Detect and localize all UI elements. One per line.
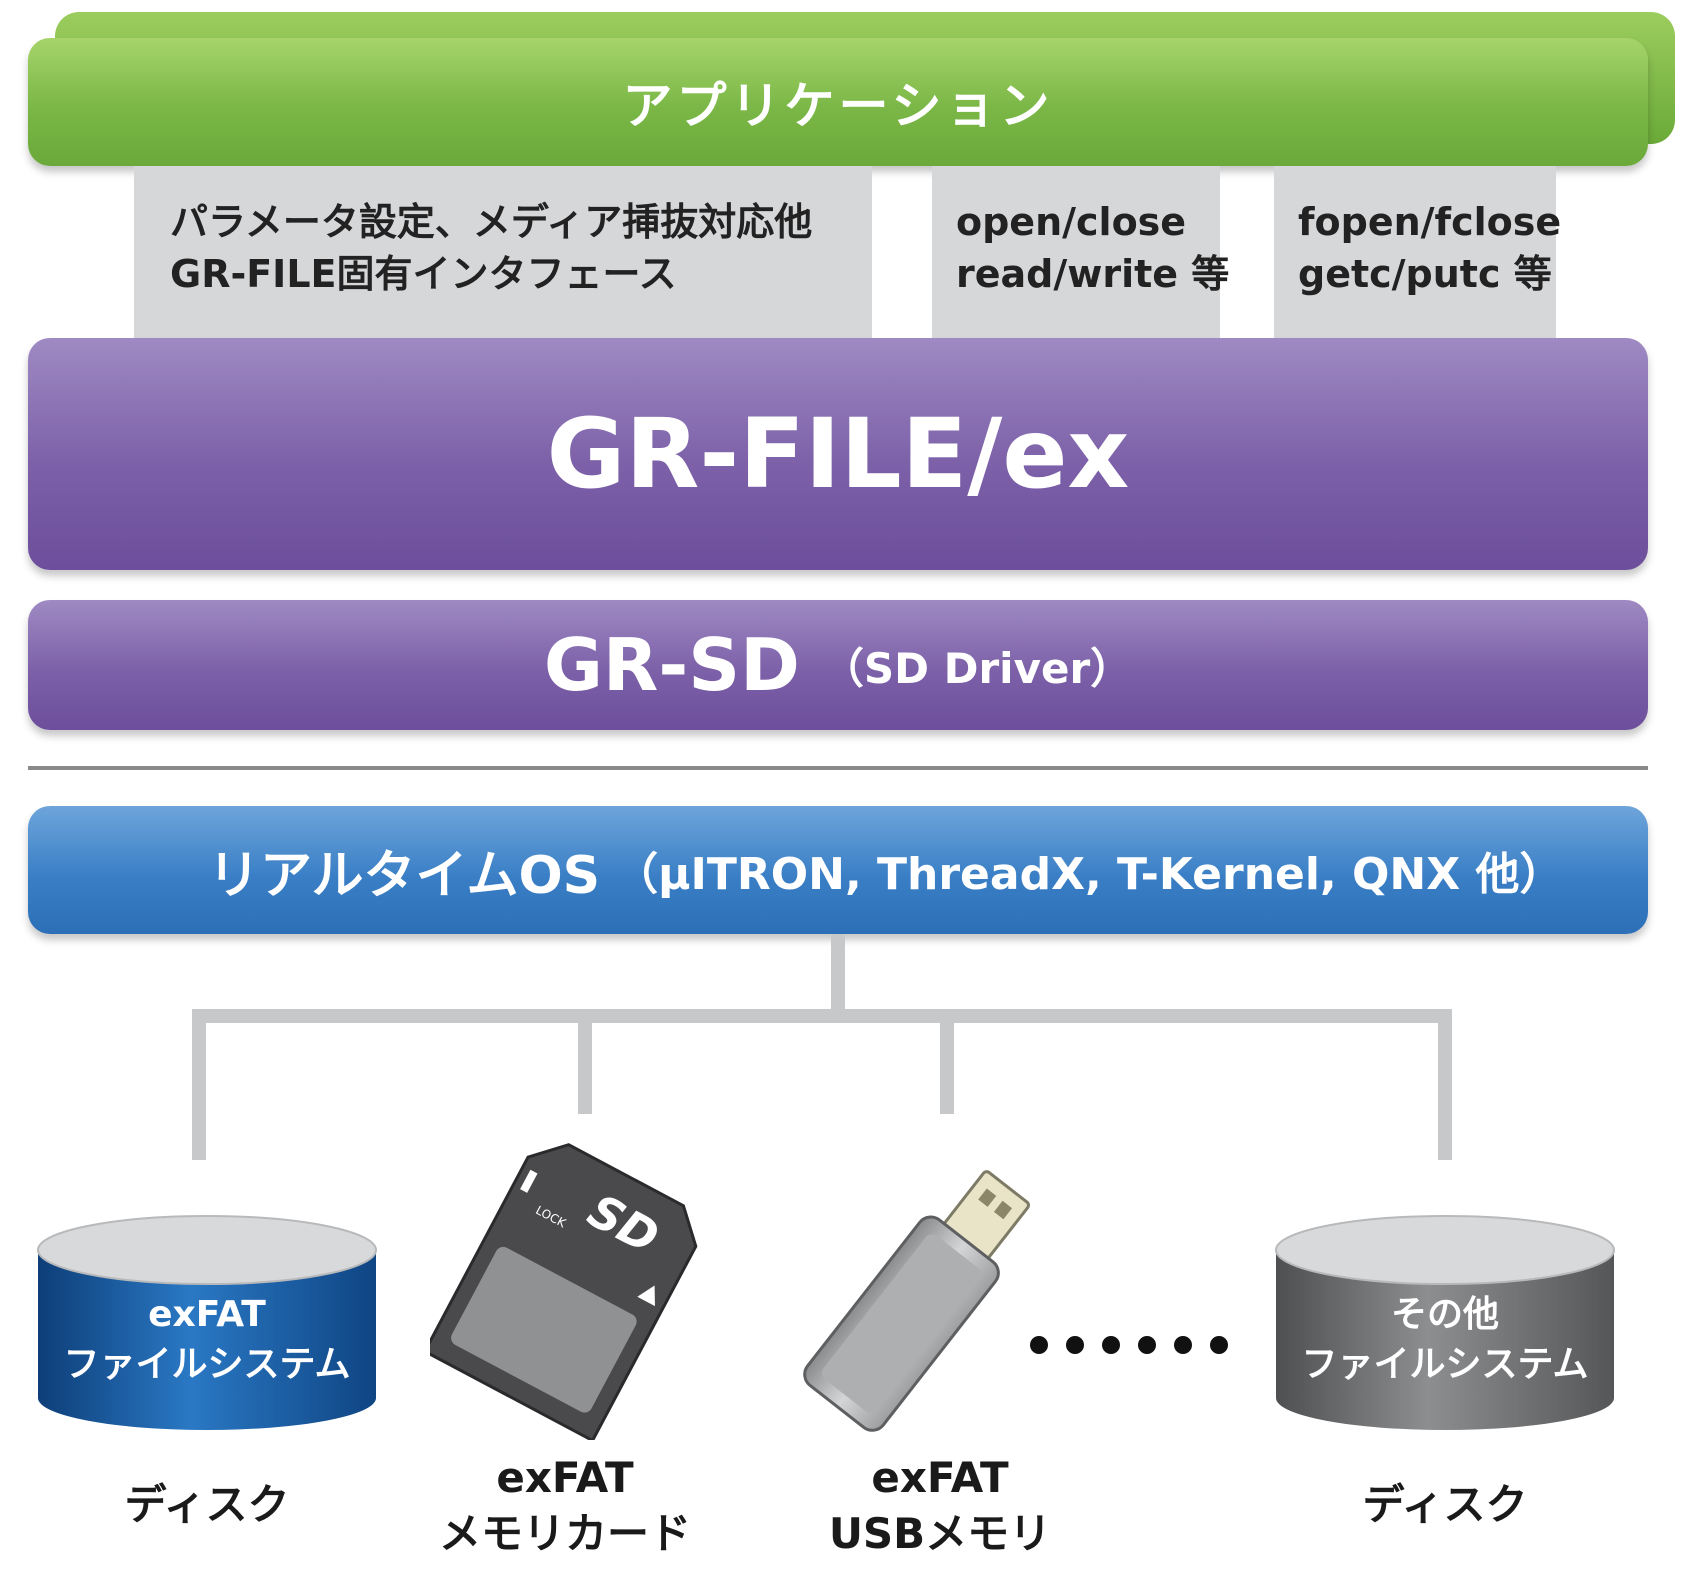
rtos-label: リアルタイムOS bbox=[208, 845, 601, 906]
application-layer: アプリケーション bbox=[28, 38, 1648, 166]
caption-line: exFAT bbox=[496, 1453, 634, 1502]
sd-card-icon: SD LOCK bbox=[430, 1143, 698, 1440]
usb-memory-icon bbox=[803, 1170, 1030, 1432]
exfat-disk-text: exFAT ファイルシステム bbox=[34, 1290, 380, 1390]
interface-line: GR-FILE固有インタフェース bbox=[170, 252, 677, 296]
interface-line: パラメータ設定、メディア挿抜対応他 bbox=[170, 200, 813, 244]
grsd-sublabel: （SD Driver） bbox=[821, 643, 1133, 693]
grsd-label: GR-SD bbox=[543, 623, 800, 707]
connector-tree bbox=[192, 934, 1452, 1160]
rtos-layer: リアルタイムOS （μITRON, ThreadX, T-Kernel, QNX… bbox=[28, 806, 1648, 934]
grsd-layer: GR-SD （SD Driver） bbox=[28, 600, 1648, 730]
interface-line: open/close bbox=[956, 200, 1187, 244]
interface-line: getc/putc 等 bbox=[1298, 252, 1552, 296]
device-caption: ディスク bbox=[34, 1477, 380, 1533]
grfile-layer: GR-FILE/ex bbox=[28, 338, 1648, 570]
caption-line: USBメモリ bbox=[828, 1509, 1052, 1558]
rtos-sublabel: （μITRON, ThreadX, T-Kernel, QNX 他） bbox=[614, 849, 1564, 900]
disk-text-line: その他 bbox=[1390, 1294, 1499, 1335]
application-label: アプリケーション bbox=[622, 77, 1054, 135]
interface-line: read/write 等 bbox=[956, 252, 1230, 296]
interface-box-posix-io: open/close read/write 等 bbox=[932, 166, 1230, 338]
disk-text-line: exFAT bbox=[148, 1294, 266, 1335]
interface-line: fopen/fclose bbox=[1298, 200, 1562, 244]
other-disk-icon bbox=[1275, 1215, 1615, 1430]
other-disk-text: その他 ファイルシステム bbox=[1272, 1290, 1618, 1390]
device-caption: exFAT USBメモリ bbox=[790, 1450, 1090, 1562]
caption-line: exFAT bbox=[871, 1453, 1009, 1502]
caption-line: ディスク bbox=[124, 1480, 290, 1529]
interface-box-proprietary: パラメータ設定、メディア挿抜対応他 GR-FILE固有インタフェース bbox=[134, 166, 872, 338]
exfat-disk-icon bbox=[37, 1215, 377, 1430]
grfile-label: GR-FILE/ex bbox=[546, 398, 1130, 510]
divider-line bbox=[28, 766, 1648, 770]
interface-box-stdio: fopen/fclose getc/putc 等 bbox=[1274, 166, 1562, 338]
device-caption: exFAT メモリカード bbox=[405, 1450, 725, 1562]
disk-text-line: ファイルシステム bbox=[63, 1344, 351, 1385]
caption-line: ディスク bbox=[1362, 1480, 1528, 1529]
caption-line: メモリカード bbox=[438, 1509, 691, 1558]
device-caption: ディスク bbox=[1272, 1477, 1618, 1533]
disk-text-line: ファイルシステム bbox=[1301, 1344, 1589, 1385]
ellipsis-dots bbox=[1030, 1330, 1230, 1360]
